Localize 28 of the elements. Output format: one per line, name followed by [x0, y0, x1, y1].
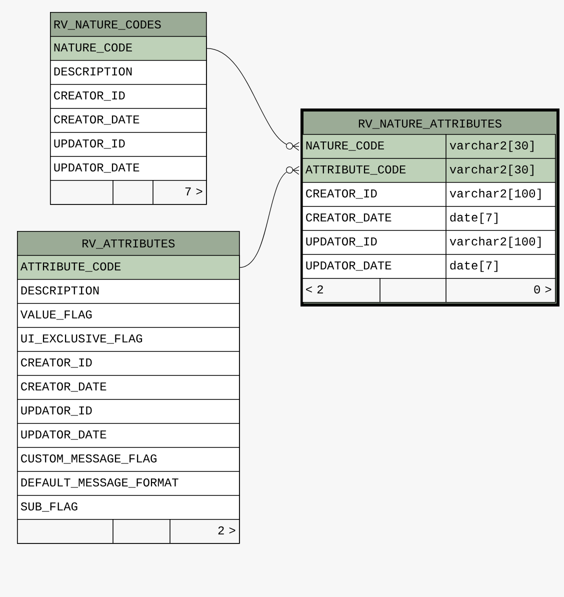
table-row: UI_EXCLUSIVE_FLAG	[17, 327, 240, 352]
relationship-line	[206, 48, 300, 151]
table-footer: < 2 0 >	[302, 278, 556, 303]
table-row: UPDATOR_ID	[50, 132, 207, 157]
table-row: UPDATOR_DATE date[7]	[302, 254, 556, 279]
relationship-line	[240, 166, 300, 268]
table-row: UPDATOR_ID varchar2[100]	[302, 230, 556, 255]
table-row: CUSTOM_MESSAGE_FLAG	[17, 447, 240, 472]
table-row: CREATOR_ID	[50, 84, 207, 109]
table-row: ATTRIBUTE_CODE varchar2[30]	[302, 158, 556, 183]
table-row: DESCRIPTION	[17, 279, 240, 304]
table-row: CREATOR_ID varchar2[100]	[302, 182, 556, 207]
table-row: UPDATOR_DATE	[50, 156, 207, 181]
table-row: CREATOR_ID	[17, 351, 240, 376]
table-row: UPDATOR_DATE	[17, 423, 240, 448]
table-row: CREATOR_DATE	[50, 108, 207, 133]
table-row: VALUE_FLAG	[17, 303, 240, 328]
table-row: DESCRIPTION	[50, 60, 207, 85]
table-row: CREATOR_DATE date[7]	[302, 206, 556, 231]
table-row: SUB_FLAG	[17, 495, 240, 520]
table-row: CREATOR_DATE	[17, 375, 240, 400]
table-row: UPDATOR_ID	[17, 399, 240, 424]
table-row: ATTRIBUTE_CODE	[17, 255, 240, 280]
table-footer: 2 >	[17, 518, 240, 544]
table-row: NATURE_CODE	[50, 36, 207, 61]
table-row: NATURE_CODE varchar2[30]	[302, 134, 556, 159]
table-footer: 7 >	[50, 180, 207, 205]
table-row: DEFAULT_MESSAGE_FORMAT	[17, 471, 240, 496]
